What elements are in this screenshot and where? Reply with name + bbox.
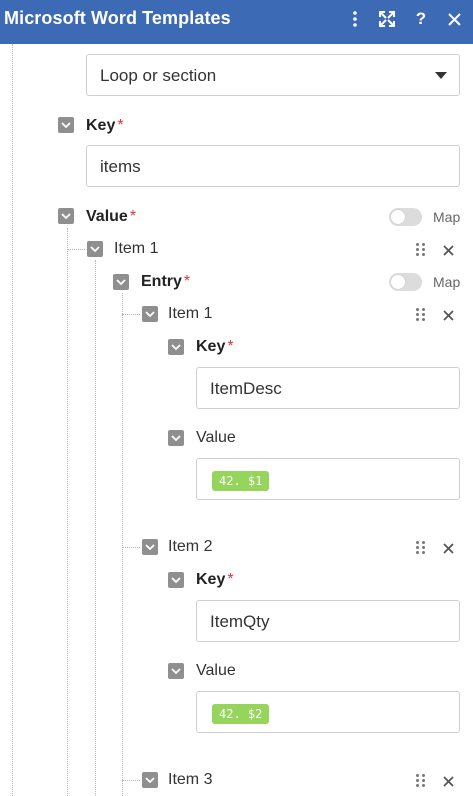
- value-label: Value*: [86, 208, 137, 225]
- entry-item2-value-label: Value: [196, 662, 236, 679]
- help-icon[interactable]: ?: [415, 9, 427, 28]
- entry-item1-collapse-checkbox[interactable]: [142, 306, 158, 322]
- mapped-variable-pill[interactable]: 42. $2: [212, 704, 270, 724]
- type-select-value: Loop or section: [100, 66, 217, 85]
- drag-handle-icon[interactable]: [416, 774, 426, 788]
- entry-item3-label: Item 3: [168, 771, 213, 788]
- required-marker: *: [129, 208, 137, 225]
- close-icon[interactable]: [443, 8, 465, 30]
- entry-item2-collapse-checkbox[interactable]: [142, 539, 158, 555]
- mapped-variable-pill[interactable]: 42. $1: [212, 471, 270, 491]
- drag-handle-icon[interactable]: [416, 308, 426, 322]
- key-input-value: items: [100, 157, 141, 176]
- entry-collapse-checkbox[interactable]: [113, 274, 129, 290]
- entry-item1-key-input[interactable]: ItemDesc: [196, 367, 460, 409]
- value-map-toggle[interactable]: [389, 208, 422, 226]
- remove-item-icon[interactable]: [443, 541, 457, 555]
- entry-item1-key-checkbox[interactable]: [168, 339, 184, 355]
- required-marker: *: [227, 571, 234, 588]
- drag-handle-icon[interactable]: [416, 243, 426, 257]
- drag-handle-icon[interactable]: [416, 541, 426, 555]
- entry-item2-key-label: Key*: [196, 571, 234, 588]
- type-select[interactable]: Loop or section: [86, 54, 460, 96]
- value-collapse-checkbox[interactable]: [58, 208, 74, 224]
- entry-item2-key-checkbox[interactable]: [168, 572, 184, 588]
- entry-item1-label: Item 1: [168, 305, 213, 322]
- key-collapse-checkbox[interactable]: [58, 117, 74, 133]
- key-input[interactable]: items: [86, 145, 460, 187]
- remove-item-icon[interactable]: [443, 243, 457, 257]
- tree-guide: [12, 44, 13, 796]
- value-map-label: Map: [433, 209, 461, 225]
- entry-item1-value-label: Value: [196, 429, 236, 446]
- entry-map-toggle[interactable]: [389, 273, 422, 291]
- tree-guide: [122, 314, 140, 315]
- entry-item2-key-input[interactable]: ItemQty: [196, 600, 460, 642]
- required-marker: *: [227, 338, 234, 355]
- entry-item2-value-checkbox[interactable]: [168, 663, 184, 679]
- remove-item-icon[interactable]: [443, 308, 457, 322]
- tree-guide: [122, 547, 140, 548]
- tree-guide: [122, 293, 123, 796]
- entry-item3-collapse-checkbox[interactable]: [142, 772, 158, 788]
- required-marker: *: [117, 117, 124, 134]
- tree-guide: [67, 249, 85, 250]
- entry-item1-key-label: Key*: [196, 338, 234, 355]
- entry-item2-key-value: ItemQty: [210, 612, 270, 631]
- item1-label: Item 1: [114, 240, 159, 257]
- chevron-down-icon: [435, 72, 447, 79]
- item1-collapse-checkbox[interactable]: [87, 241, 103, 257]
- more-vertical-icon[interactable]: [344, 8, 366, 30]
- panel-header: Microsoft Word Templates ?: [0, 0, 473, 44]
- entry-label: Entry*: [141, 273, 191, 290]
- panel-title: Microsoft Word Templates: [4, 8, 231, 28]
- entry-item1-key-value: ItemDesc: [210, 379, 282, 398]
- entry-map-label: Map: [433, 274, 461, 290]
- tree-guide: [122, 780, 140, 781]
- entry-item1-value-input[interactable]: 42. $1: [196, 458, 460, 500]
- entry-item2-value-input[interactable]: 42. $2: [196, 691, 460, 733]
- required-marker: *: [183, 273, 191, 290]
- entry-item2-label: Item 2: [168, 538, 213, 555]
- remove-item-icon[interactable]: [443, 774, 457, 788]
- tree-guide: [67, 228, 68, 796]
- entry-item1-value-checkbox[interactable]: [168, 430, 184, 446]
- tree-guide: [95, 260, 96, 796]
- key-label: Key*: [86, 117, 124, 134]
- expand-icon[interactable]: [376, 8, 398, 30]
